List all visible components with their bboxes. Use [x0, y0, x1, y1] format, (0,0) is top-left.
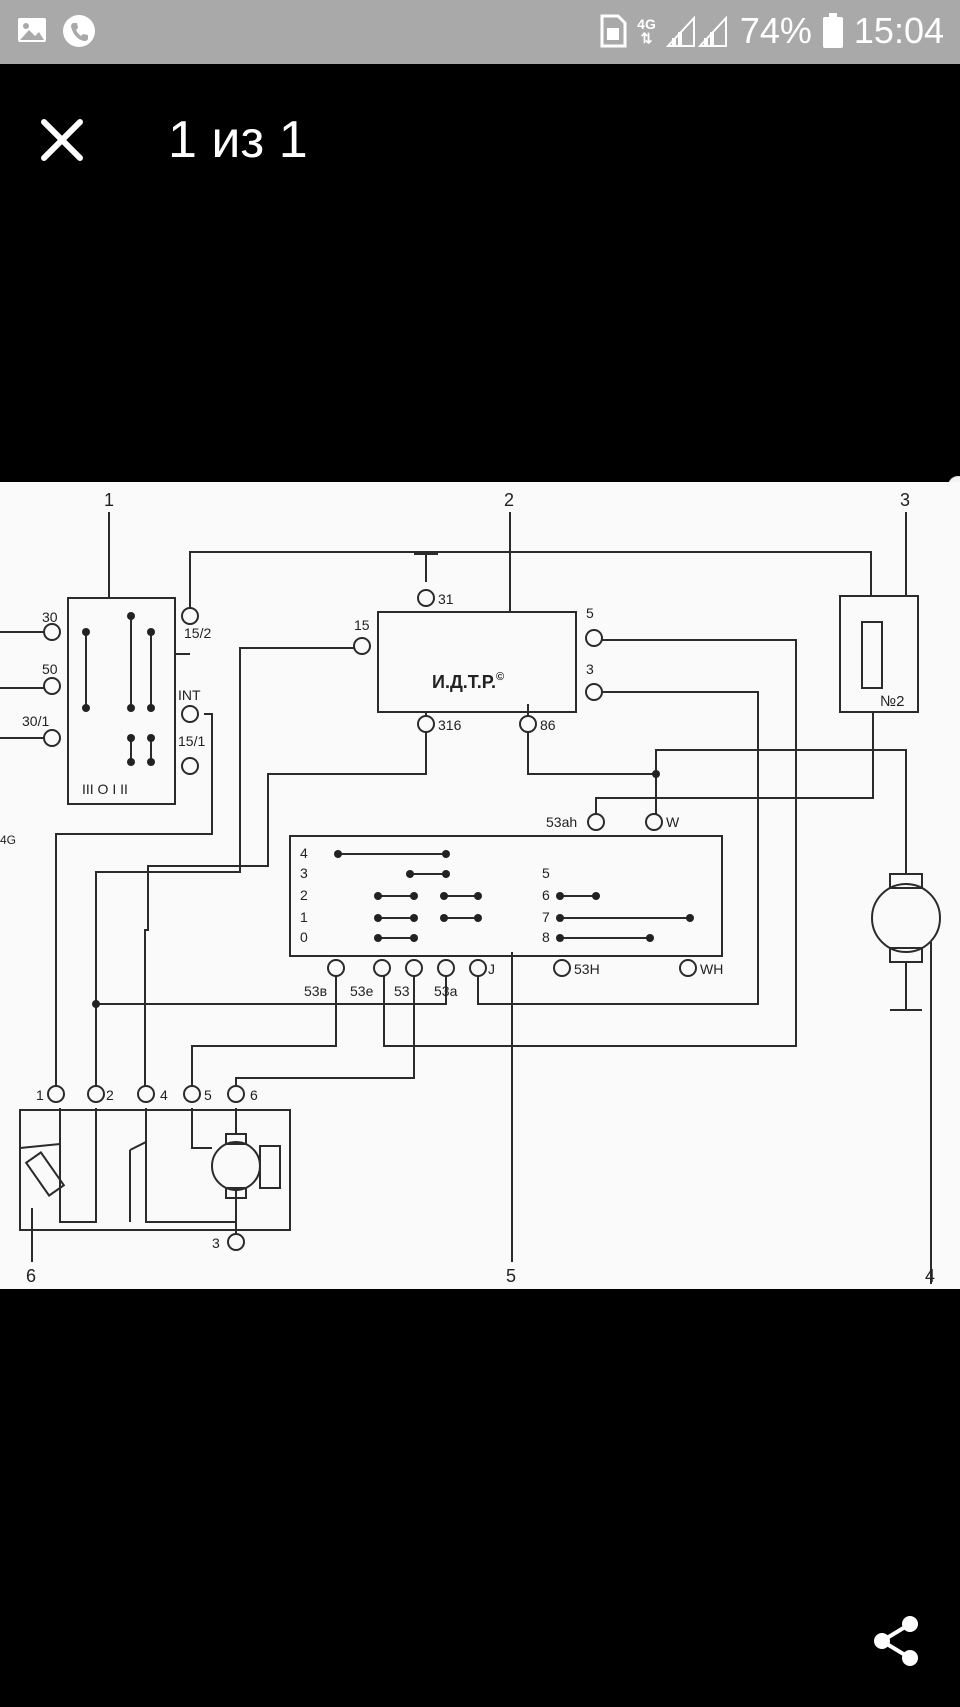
switch5-position: 0	[300, 929, 308, 945]
terminal-31: 31	[438, 591, 454, 607]
motor-block-terminal: 6	[250, 1087, 258, 1103]
module-label: И.Д.Т.Р.©	[432, 671, 504, 692]
switch5-position: 4	[300, 845, 308, 861]
motor-block-terminal: 4	[160, 1087, 168, 1103]
terminal-15-1: 15/1	[178, 733, 205, 749]
terminal-int: INT	[178, 687, 201, 703]
switch5-position: 8	[542, 929, 550, 945]
switch5-position: 1	[300, 909, 308, 925]
battery-icon	[822, 13, 843, 48]
terminal-wh: WH	[700, 961, 723, 977]
motor-block-terminal: 2	[106, 1087, 114, 1103]
switch5-position: 6	[542, 887, 550, 903]
terminal-3: 3	[586, 661, 594, 677]
terminal-15-2: 15/2	[184, 625, 211, 641]
callout-5: 5	[506, 1266, 516, 1286]
motor-block-terminal: 5	[204, 1087, 212, 1103]
terminal-30-1: 30/1	[22, 713, 49, 729]
image-icon	[18, 18, 46, 42]
terminal-w: W	[666, 814, 680, 830]
motor-block-terminal: 1	[36, 1087, 44, 1103]
clock: 15:04	[853, 10, 944, 51]
phone-icon	[63, 15, 95, 47]
side-text: 4G	[0, 833, 16, 847]
switch5-position: 2	[300, 887, 308, 903]
callout-2: 2	[504, 490, 514, 510]
terminal-53: 53	[394, 983, 410, 999]
image-view[interactable]: 1 2 3 5 4 6 И.Д.Т.Р.© №2 30 50 30/1 15/2…	[0, 482, 960, 1289]
callout-1: 1	[104, 490, 114, 510]
viewer-toolbar: 1 из 1	[0, 64, 960, 214]
terminal-53a: 53а	[434, 983, 458, 999]
wiring-diagram: 1 2 3 5 4 6 И.Д.Т.Р.© №2 30 50 30/1 15/2…	[0, 490, 941, 1286]
share-icon[interactable]	[872, 1614, 922, 1668]
callout-4: 4	[925, 1266, 935, 1286]
terminal-53e: 53е	[350, 983, 374, 999]
signal-icon	[665, 15, 727, 47]
system-indicators: 4G ⇅ 74% 15:04	[599, 10, 944, 52]
terminal-50: 50	[42, 661, 58, 677]
terminal-86: 86	[540, 717, 556, 733]
motor-block-terminal: 3	[212, 1235, 220, 1251]
terminal-j: J	[488, 961, 495, 977]
switch5-position: 3	[300, 865, 308, 881]
terminal-5: 5	[586, 605, 594, 621]
switch1-positions: III O I II	[82, 781, 128, 797]
sim-icon	[600, 14, 627, 48]
fuse-label: №2	[880, 693, 904, 710]
status-bar: 4G ⇅ 74% 15:04	[0, 0, 960, 64]
switch5-position: 5	[542, 865, 550, 881]
image-counter: 1 из 1	[168, 111, 308, 169]
network-type: 4G ⇅	[637, 16, 656, 46]
battery-percent: 74%	[739, 10, 812, 51]
terminal-53n: 53Н	[574, 961, 600, 977]
switch5-position: 7	[542, 909, 550, 925]
terminal-15: 15	[354, 617, 370, 633]
callout-3: 3	[900, 490, 910, 510]
terminal-53v: 53в	[304, 983, 327, 999]
terminal-53ah: 53ah	[546, 814, 577, 830]
close-icon[interactable]	[36, 114, 88, 166]
terminal-30: 30	[42, 609, 58, 625]
terminal-316: 316	[438, 717, 462, 733]
callout-6: 6	[26, 1266, 36, 1286]
notification-icons	[16, 14, 96, 48]
